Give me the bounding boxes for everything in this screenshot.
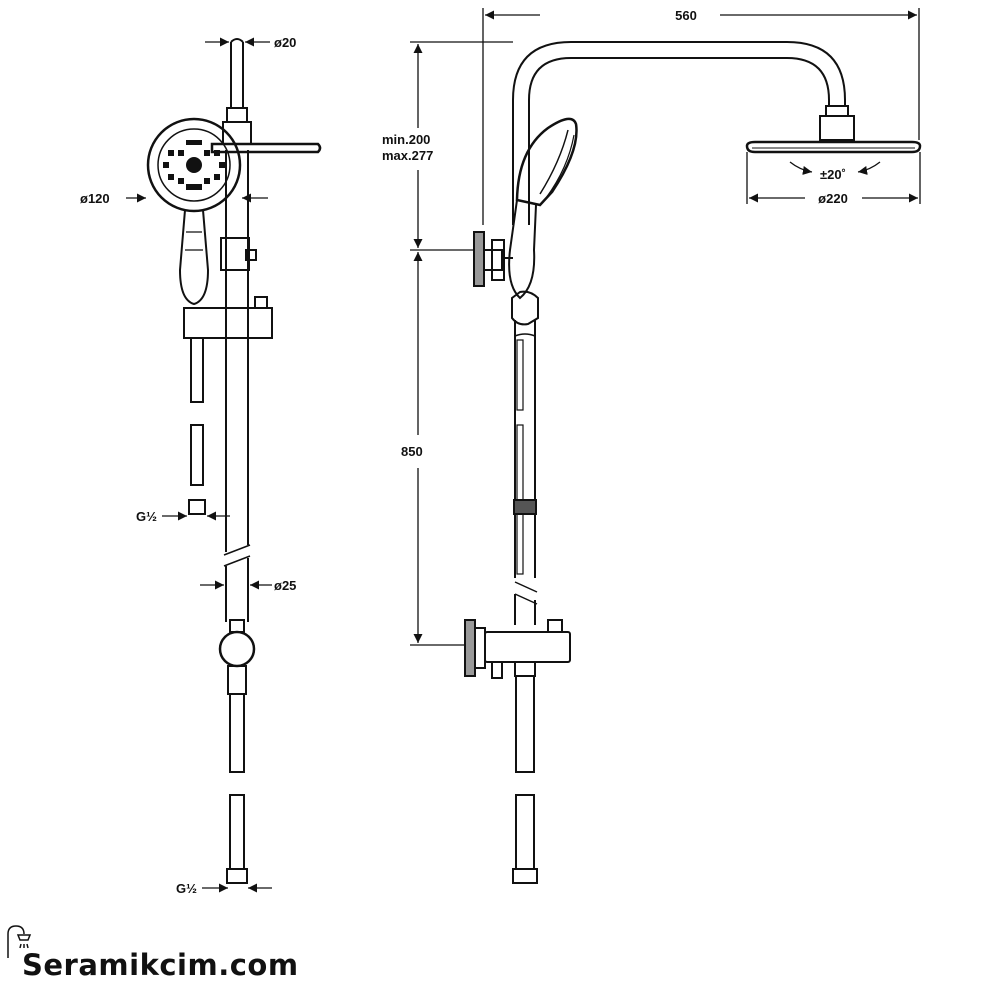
brand-name: Seramikcim.com [22, 948, 299, 982]
side-mixer-body [464, 619, 571, 679]
dim-height-min: min.200 [382, 132, 430, 147]
side-holder [511, 290, 539, 335]
dim-head-diameter: ø220 [818, 191, 848, 206]
dim-arm-length: 560 [675, 8, 697, 23]
dim-thread-lower: G½ [176, 881, 197, 896]
side-rain-head [745, 105, 922, 154]
dim-hand-shower-diameter: ø120 [80, 191, 110, 206]
front-diverter [218, 619, 256, 695]
dimension-labels: ø20 ø120 G½ ø25 G½ 560 min.200 max.277 8… [80, 8, 848, 896]
dim-height-max: max.277 [382, 148, 433, 163]
side-overhead-arm [512, 41, 846, 225]
side-hand-shower [508, 117, 578, 300]
shower-head-icon [7, 925, 32, 958]
dim-tilt-angle: ±20˚ [820, 167, 846, 182]
side-wall-bracket [473, 231, 513, 287]
side-dimensions [410, 8, 921, 646]
front-slider [220, 237, 257, 271]
front-dimensions [126, 37, 272, 893]
nozzle-pattern [163, 140, 225, 190]
front-view [146, 38, 322, 884]
dim-pipe-diameter-top: ø20 [274, 35, 296, 50]
front-lower-pipe [226, 693, 248, 884]
side-view [464, 41, 922, 884]
dim-bar-diameter: ø25 [274, 578, 296, 593]
dim-thread-upper: G½ [136, 509, 157, 524]
dim-center-height: 850 [401, 444, 423, 459]
front-hose [188, 337, 206, 515]
front-main-bar [223, 150, 251, 622]
front-hand-shower [146, 117, 242, 306]
side-main-bar [513, 333, 538, 625]
front-top-pipe [222, 38, 252, 145]
front-rain-head [210, 142, 322, 154]
front-holder [183, 296, 273, 339]
side-lower-pipe [512, 675, 538, 884]
